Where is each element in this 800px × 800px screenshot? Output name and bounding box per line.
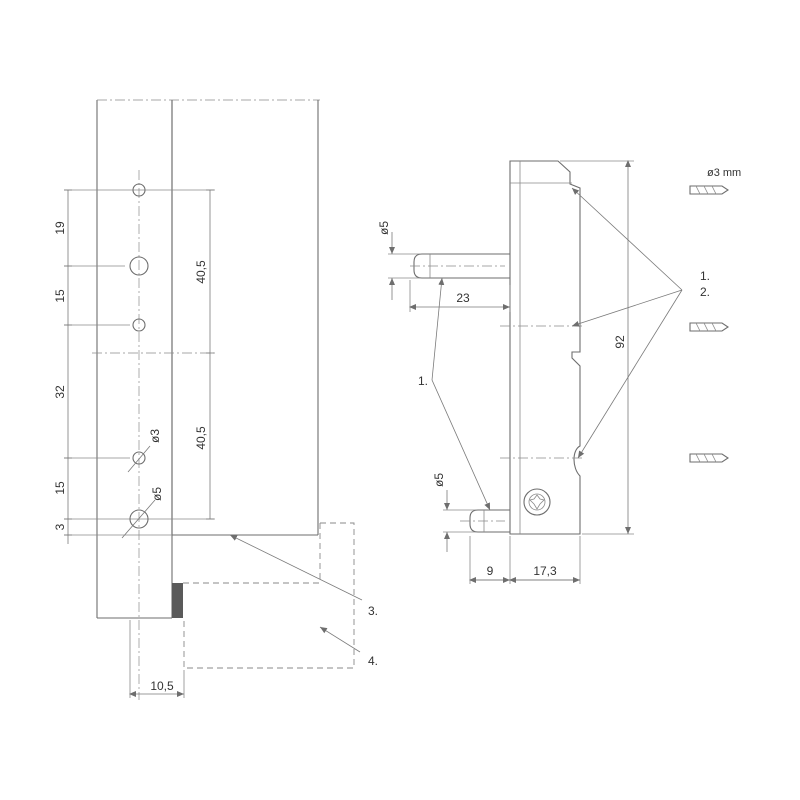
callout-3: 3.	[368, 604, 378, 618]
dim-height-92: 92	[613, 335, 627, 349]
hole-4	[132, 451, 146, 465]
right-view: ø5 23 ø5 92 9 17,3 1. 1. 2.	[377, 160, 741, 584]
drill-size-label: ø3 mm	[707, 167, 741, 179]
label-hole-d3: ø3	[148, 429, 162, 443]
dim-40-5-top: 40,5	[194, 260, 208, 284]
hole-1	[132, 183, 146, 197]
label-hole-d5: ø5	[150, 487, 164, 501]
hole-3	[132, 318, 146, 332]
drill-bit-icon-2	[689, 322, 729, 332]
hole-2	[129, 256, 149, 276]
dim-40-5-bottom: 40,5	[194, 426, 208, 450]
drill-bit-icon-1	[689, 185, 729, 195]
callout-1-pins: 1.	[418, 374, 428, 388]
dim-17-3: 17,3	[533, 564, 557, 578]
dim-15a: 15	[53, 289, 67, 303]
dim-pin-top-d5: ø5	[377, 221, 391, 235]
drill-bit-icon-3	[689, 453, 729, 463]
dim-pin-bottom-d5: ø5	[432, 473, 446, 487]
callout-1-mount: 1.	[700, 269, 710, 283]
hinge-body	[509, 160, 581, 535]
callout-2-mount: 2.	[700, 285, 710, 299]
mounting-plate	[172, 583, 183, 618]
dim-15b: 15	[53, 481, 67, 495]
dim-3: 3	[53, 523, 67, 530]
dim-32: 32	[53, 385, 67, 399]
hole-5	[129, 509, 149, 529]
dim-9: 9	[487, 564, 494, 578]
callout-4: 4.	[368, 654, 378, 668]
dim-pin-length-23: 23	[456, 291, 470, 305]
dim-19: 19	[53, 221, 67, 235]
left-view: 19 15 32 15 3 40,5 40,5 ø3 ø5 10,5 3. 4.	[53, 99, 378, 700]
dim-10-5: 10,5	[150, 679, 174, 693]
